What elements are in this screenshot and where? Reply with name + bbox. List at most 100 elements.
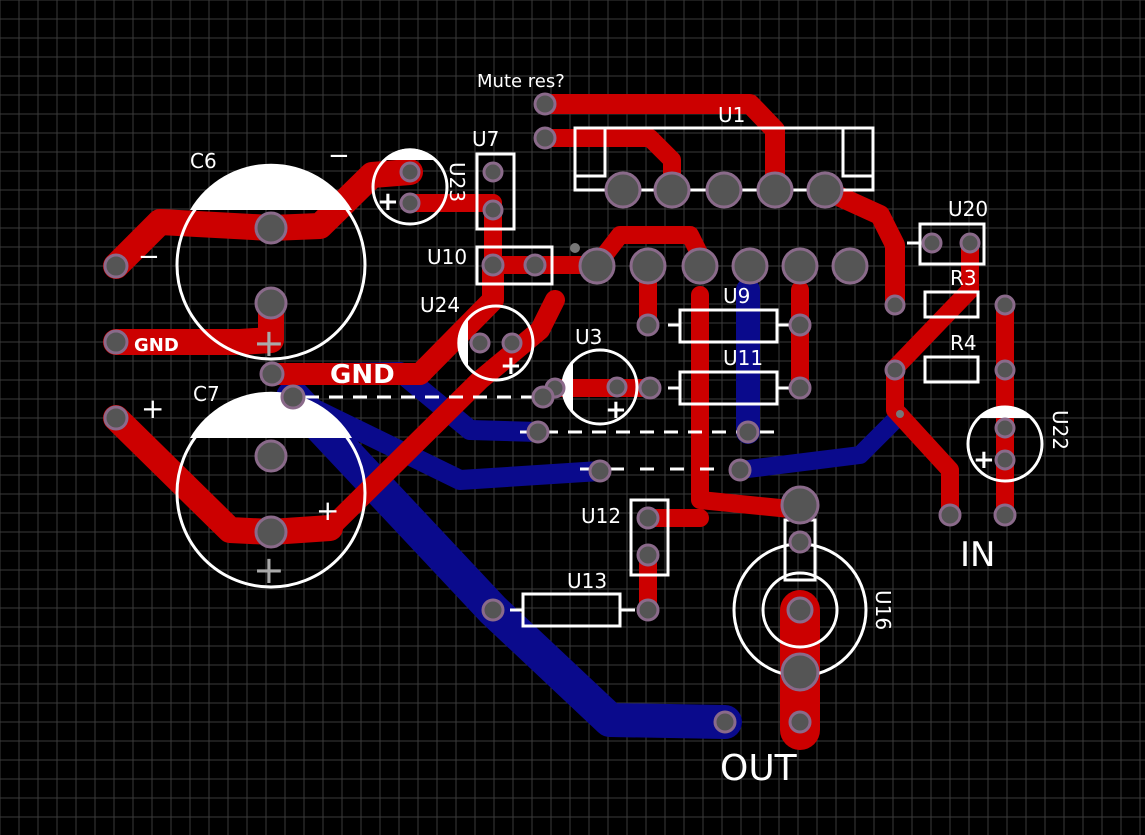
pad <box>731 247 769 285</box>
pad <box>736 420 760 444</box>
top-trace <box>691 286 809 519</box>
pad <box>636 598 660 622</box>
r4-body <box>923 355 980 384</box>
top-trace <box>103 405 343 545</box>
pad <box>788 376 812 400</box>
r3-label: R3 <box>950 266 977 290</box>
pad <box>254 211 288 245</box>
pad <box>994 449 1016 471</box>
pad <box>884 359 906 381</box>
pad <box>780 652 820 692</box>
pad <box>786 596 814 624</box>
pad <box>103 329 129 355</box>
c7-polarity-fill <box>190 391 352 438</box>
pad <box>884 294 906 316</box>
pad <box>831 247 869 285</box>
u1-left-tab <box>573 126 607 178</box>
top-trace <box>535 94 785 198</box>
u16-inner <box>761 571 839 649</box>
pad <box>638 376 662 400</box>
pad <box>399 192 421 214</box>
u24-polarity-fill <box>457 317 468 369</box>
u3-plus: + <box>605 395 627 425</box>
pad <box>788 530 812 554</box>
top-trace <box>103 159 423 279</box>
pad <box>636 543 660 567</box>
pad <box>921 232 943 254</box>
top-trace <box>320 290 565 538</box>
u9-label: U9 <box>723 284 750 308</box>
u1-right-tab <box>841 126 875 178</box>
mute-label: Mute res? <box>477 71 565 92</box>
c7-plus-bottom: + <box>253 548 285 592</box>
u12-label: U12 <box>581 504 621 528</box>
pad <box>103 405 129 431</box>
c6-minus-left: − <box>138 242 160 272</box>
pad <box>501 332 523 354</box>
pad <box>103 253 129 279</box>
u23-label: U23 <box>445 162 469 202</box>
out-label: OUT <box>720 748 798 789</box>
pad <box>993 503 1017 527</box>
c6-label: C6 <box>190 149 217 173</box>
silkscreen-layer <box>175 126 1044 678</box>
pad <box>481 253 505 277</box>
pad <box>523 253 547 277</box>
pad <box>636 313 660 337</box>
top-trace <box>815 180 905 310</box>
bottom-trace <box>280 387 610 490</box>
pad <box>578 247 616 285</box>
labels-layer: Mute res? U1 U7 U23 C6 − − + U20 U10 U24… <box>134 71 1072 789</box>
pad <box>526 420 550 444</box>
pad <box>259 361 285 387</box>
top-trace <box>886 234 979 524</box>
c7-plus: + <box>316 494 339 527</box>
bottom-trace <box>731 406 909 479</box>
in-label: IN <box>960 535 995 575</box>
u24-label: U24 <box>420 293 460 317</box>
pad <box>533 126 557 150</box>
u1-label: U1 <box>718 103 745 127</box>
u3-polarity-fill <box>561 360 573 414</box>
pads-layer <box>103 92 1017 734</box>
pad <box>788 313 812 337</box>
c6-polarity-fill <box>190 163 352 210</box>
pad <box>756 171 794 209</box>
bottom-trace <box>276 380 742 739</box>
pad <box>482 199 504 221</box>
via <box>896 410 904 418</box>
pad <box>482 161 504 183</box>
gnd-label-small: GND <box>134 335 179 356</box>
c7-plus-left: + <box>141 392 164 425</box>
pad <box>254 286 288 320</box>
r3-body <box>923 290 980 319</box>
pad <box>653 171 691 209</box>
pad <box>806 171 844 209</box>
pad <box>681 247 719 285</box>
pad <box>399 161 421 183</box>
u10-outline <box>475 245 554 286</box>
pad <box>533 92 557 116</box>
pad <box>728 458 752 482</box>
pad <box>938 503 962 527</box>
u13-body <box>521 592 622 628</box>
pad <box>994 417 1016 439</box>
pad <box>280 384 306 410</box>
u24-plus: + <box>500 351 522 381</box>
top-trace <box>103 290 284 355</box>
pad <box>531 385 555 409</box>
u22-label: U22 <box>1048 410 1072 450</box>
u10-label: U10 <box>427 245 467 269</box>
c6-minus: − <box>328 141 350 171</box>
pad <box>788 710 812 734</box>
r4-label: R4 <box>950 331 977 355</box>
pad <box>469 332 491 354</box>
u22-polarity-fill <box>978 406 1032 418</box>
u11-label: U11 <box>723 346 763 370</box>
pad <box>254 515 288 549</box>
u12-outline <box>629 498 670 577</box>
u20-label: U20 <box>948 197 988 221</box>
pad <box>636 506 660 530</box>
